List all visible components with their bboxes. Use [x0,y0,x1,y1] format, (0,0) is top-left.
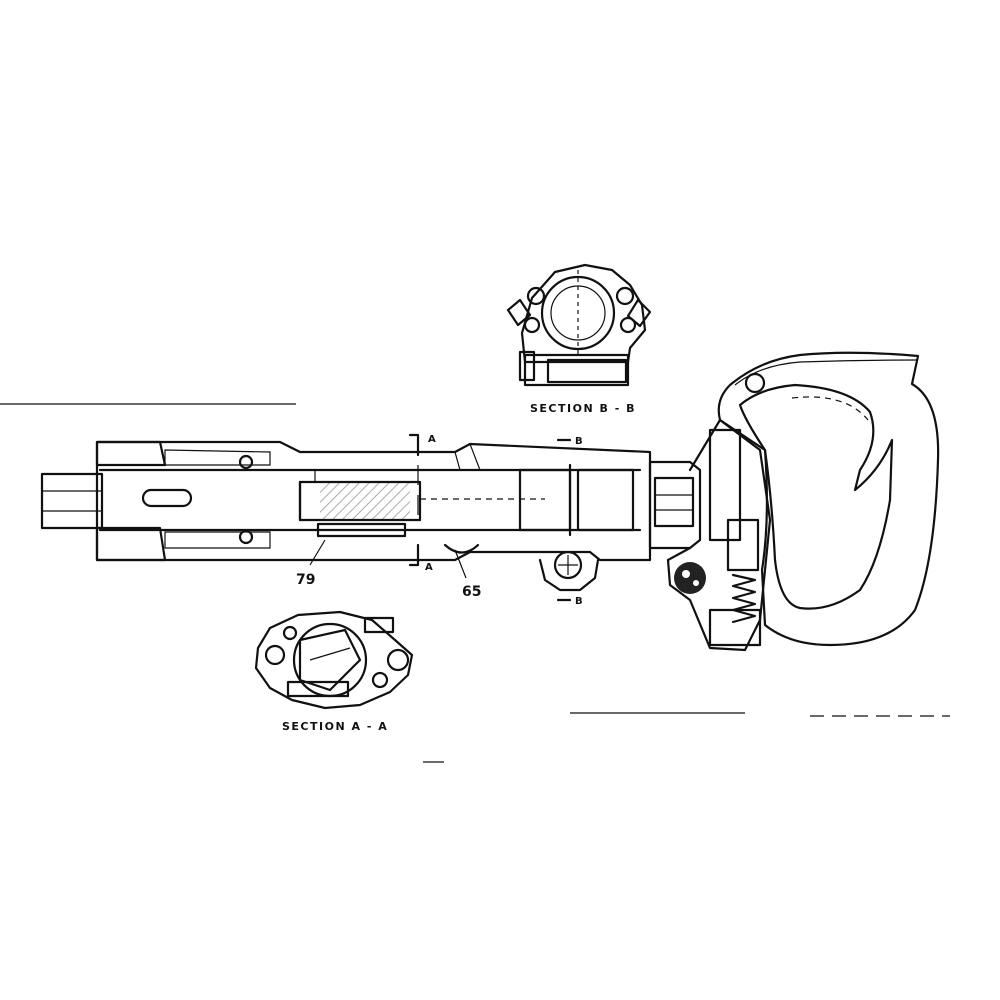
section-aa-label: SECTION A - A [282,720,388,733]
callout-79: 79 [296,572,315,588]
cut-b-top-label: B [575,436,583,447]
callout-65: 65 [462,584,481,600]
cut-line-aa [408,433,420,567]
handle-grip [717,351,940,647]
cut-a-bottom-label: A [425,562,433,573]
section-bb-label: SECTION B - B [530,402,636,415]
scan-lines [0,403,950,763]
section-bb-view [506,263,652,387]
tool-bit [40,472,104,530]
valve-housing [648,418,772,652]
leader-65 [454,549,467,579]
leader-79 [309,539,326,566]
barrel-body [95,440,652,592]
cut-line-bb [556,438,572,602]
cut-b-bottom-label: B [575,596,583,607]
cut-a-top-label: A [428,434,436,445]
section-aa-view [254,610,414,710]
